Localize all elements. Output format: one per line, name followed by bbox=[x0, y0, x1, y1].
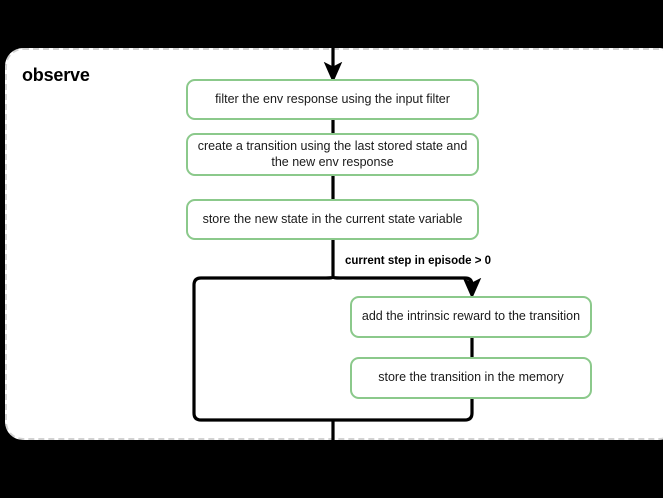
node-create-transition[interactable]: create a transition using the last store… bbox=[186, 133, 479, 176]
node-add-intrinsic-reward[interactable]: add the intrinsic reward to the transiti… bbox=[350, 296, 592, 338]
node-store-new-state[interactable]: store the new state in the current state… bbox=[186, 199, 479, 240]
node-store-transition-memory[interactable]: store the transition in the memory bbox=[350, 357, 592, 399]
node-filter-env-response[interactable]: filter the env response using the input … bbox=[186, 79, 479, 120]
page-title: observe bbox=[22, 65, 90, 85]
branch-condition-label: current step in episode > 0 bbox=[345, 255, 492, 267]
